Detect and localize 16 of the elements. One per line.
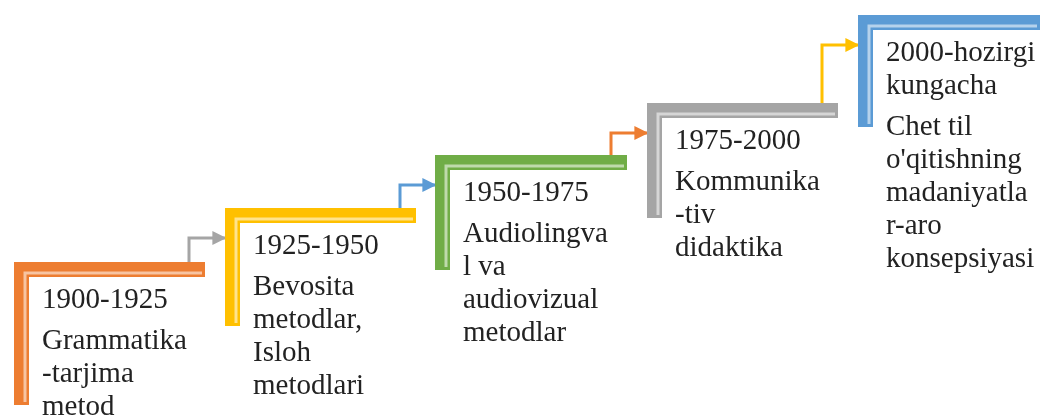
description-text: Kommunika-tiv didaktika (675, 164, 821, 263)
period-label: 2000-hozirgi kungacha (886, 35, 1036, 101)
description-text: Grammatika-tarjima metod (42, 323, 188, 415)
step-arrow (609, 126, 649, 155)
step-arrow (398, 178, 437, 208)
period-label: 1900-1925 (42, 282, 169, 315)
step-arrow (187, 231, 227, 262)
timeline-step (858, 15, 1040, 274)
description-text: Chet til o'qitishning madaniyatlar-aro konsepsiyasi (886, 109, 1036, 274)
description-text: Audiolingval va audiovizual metodlar (463, 216, 609, 348)
step-arrow (820, 38, 860, 103)
period-label: 1925-1950 (253, 228, 380, 261)
description-text: Bevosita metodlar, Isloh metodlari (253, 269, 366, 401)
timeline-step (14, 262, 205, 415)
period-label: 1975-2000 (675, 123, 802, 156)
period-label: 1950-1975 (463, 175, 590, 208)
